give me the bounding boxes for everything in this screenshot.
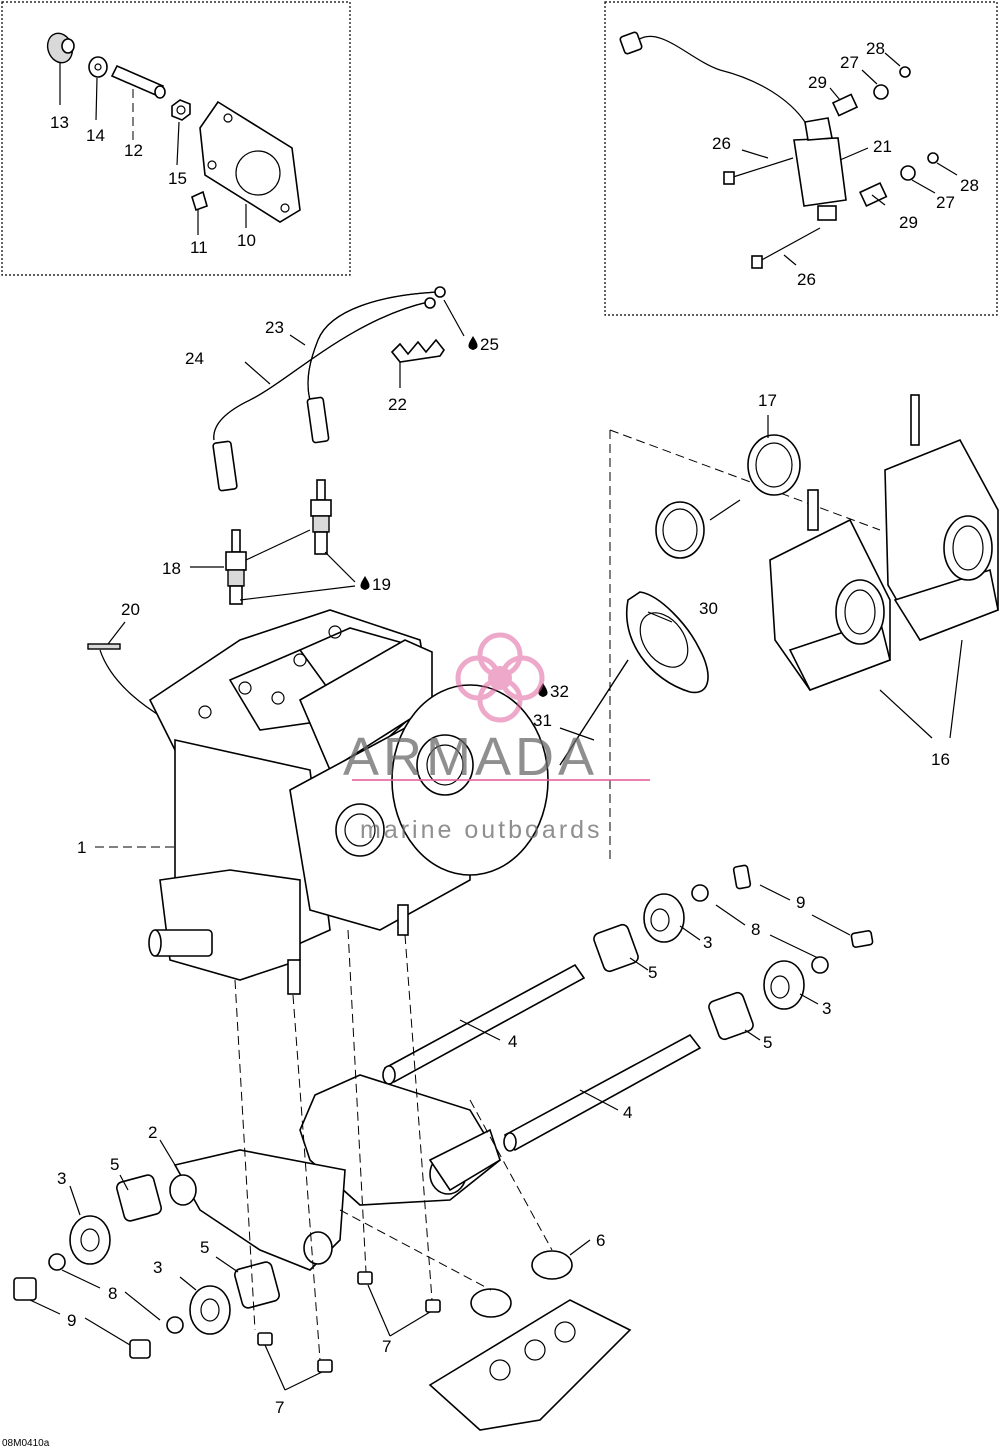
- callout-27: 27: [840, 53, 859, 72]
- watermark-brand: ARMADA: [343, 727, 598, 787]
- callout-4: 4: [508, 1032, 517, 1051]
- callout-9: 9: [796, 893, 805, 912]
- callout-22: 22: [388, 395, 407, 414]
- callout-17: 17: [758, 391, 777, 410]
- callout-2: 2: [148, 1123, 157, 1142]
- callout-23: 23: [265, 318, 284, 337]
- oil-drop-icon: [360, 576, 370, 590]
- carburetors: [609, 394, 999, 860]
- callout-31: 31: [533, 711, 552, 730]
- engine-mount: [13, 864, 874, 1431]
- callout-21: 21: [873, 137, 892, 156]
- callout-5: 5: [763, 1033, 772, 1052]
- callout-5: 5: [648, 963, 657, 982]
- callout-15: 15: [168, 169, 187, 188]
- callout-18: 18: [162, 559, 181, 578]
- callout-3: 3: [57, 1169, 66, 1188]
- callout-25: 25: [480, 335, 499, 354]
- callout-3: 3: [822, 999, 831, 1018]
- oil-drop-icon: [538, 683, 548, 697]
- oil-line: [559, 591, 709, 766]
- callout-16: 16: [931, 750, 950, 769]
- callout-27: 27: [936, 193, 955, 212]
- callout-8: 8: [108, 1284, 117, 1303]
- callout-29: 29: [808, 73, 827, 92]
- callout-14: 14: [86, 126, 105, 145]
- detail-box-right: [604, 1, 998, 316]
- detail-box-left: [1, 1, 351, 276]
- callout-29: 29: [899, 213, 918, 232]
- spark-plugs: [87, 479, 356, 741]
- callout-7: 7: [275, 1398, 284, 1417]
- flower-logo: [455, 632, 545, 723]
- callout-5: 5: [200, 1238, 209, 1257]
- callout-30: 30: [699, 599, 718, 618]
- callout-1: 1: [77, 838, 86, 857]
- callout-26: 26: [712, 134, 731, 153]
- callout-6: 6: [596, 1231, 605, 1250]
- oil-drop-icons: [360, 336, 548, 697]
- watermark-tagline: marine outboards: [360, 816, 603, 844]
- callout-11: 11: [190, 238, 208, 257]
- callout-28: 28: [960, 176, 979, 195]
- oil-drop-icon: [468, 336, 478, 350]
- callout-28: 28: [866, 39, 885, 58]
- callout-19: 19: [372, 575, 391, 594]
- callout-4: 4: [623, 1103, 632, 1122]
- callout-10: 10: [237, 231, 256, 250]
- callout-12: 12: [124, 141, 143, 160]
- engine: [95, 609, 549, 995]
- callout-20: 20: [121, 600, 140, 619]
- callout-3: 3: [153, 1258, 162, 1277]
- callout-labels: 13 14 12 15 11 10 28 27 29 26 21 28 27 2…: [2, 39, 979, 1449]
- callout-32: 32: [550, 682, 569, 701]
- spark-plug-wires: [212, 286, 465, 492]
- watermark: ARMADA marine outboards: [343, 632, 650, 844]
- callout-9: 9: [67, 1311, 76, 1330]
- callout-5: 5: [110, 1155, 119, 1174]
- callout-3: 3: [703, 933, 712, 952]
- callout-8: 8: [751, 920, 760, 939]
- callout-7: 7: [382, 1337, 391, 1356]
- drawing-code: 08M0410a: [2, 1438, 50, 1449]
- callout-13: 13: [50, 113, 69, 132]
- callout-24: 24: [185, 349, 204, 368]
- callout-26: 26: [797, 270, 816, 289]
